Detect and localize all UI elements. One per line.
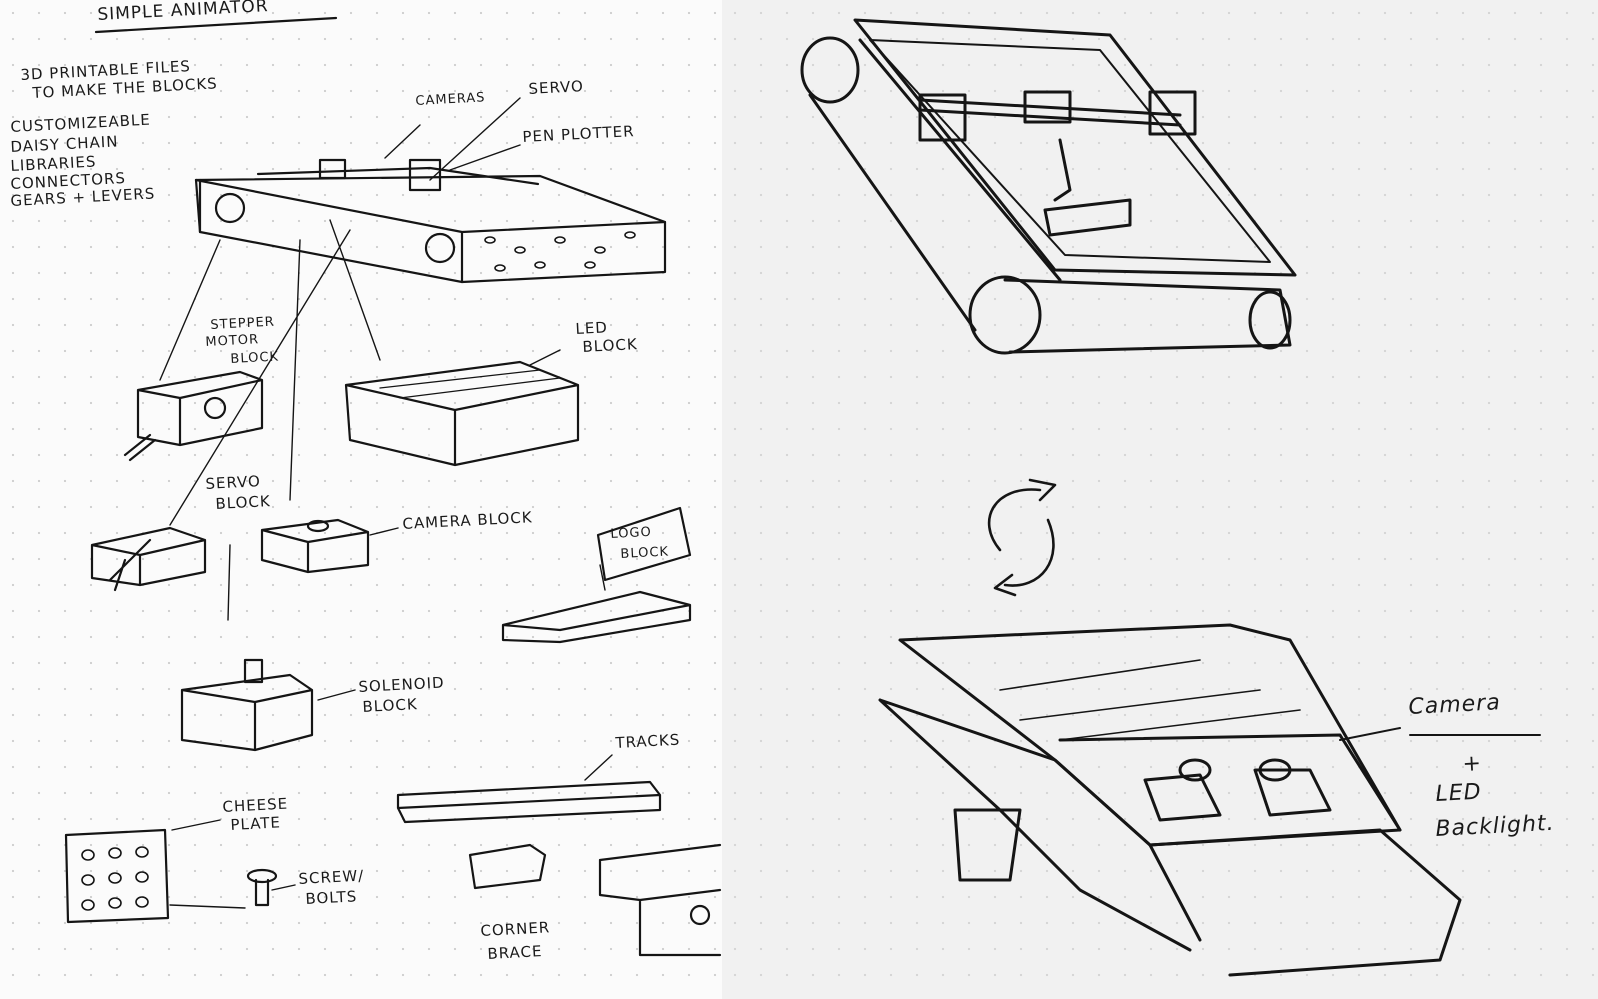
title-underline — [94, 16, 338, 34]
servo-block-sketch — [90, 526, 207, 592]
label-screw: BOLTS — [305, 887, 358, 908]
label-led: LED — [1434, 779, 1483, 807]
small-block-sketch — [468, 843, 547, 890]
solenoid-block-sketch — [180, 658, 314, 752]
label-corner-brace: CORNER — [480, 918, 551, 940]
label-logo-block: BLOCK — [620, 544, 670, 562]
label-cheese-plate: PLATE — [230, 813, 282, 834]
leader-lines — [159, 97, 613, 909]
right-notebook-page — [722, 0, 1598, 999]
label-led: BLOCK — [582, 335, 639, 356]
track-frame-bottom-sketch — [878, 623, 1541, 977]
screw-sketch — [246, 868, 278, 907]
label-camera: Camera — [1407, 690, 1502, 720]
label-cameras: CAMERAS — [415, 90, 486, 109]
label-servo: SERVO — [528, 77, 585, 98]
stepper-motor-block-sketch — [123, 370, 264, 462]
corner-brace-sketch — [598, 843, 722, 957]
rotate-arrows-icon — [987, 478, 1057, 597]
led-block-sketch — [344, 360, 580, 467]
track-frame-top-sketch — [800, 18, 1297, 355]
label-corner-brace: BRACE — [487, 942, 543, 963]
animator-machine-sketch — [194, 158, 667, 284]
camera-block-sketch — [260, 518, 370, 574]
label-backlight: Backlight. — [1434, 810, 1556, 842]
logo-block-sketch — [501, 506, 692, 644]
tracks-sketch — [396, 780, 662, 824]
label-tracks: TRACKS — [615, 730, 681, 752]
label-servo-block: SERVO — [205, 472, 262, 493]
label-solenoid: BLOCK — [362, 695, 419, 716]
cheese-plate-sketch — [64, 828, 170, 924]
label-screw: SCREW/ — [298, 866, 365, 888]
label-logo-block: LOGO — [610, 524, 653, 542]
label-plus: + — [1461, 750, 1483, 777]
label-servo-block: BLOCK — [215, 492, 272, 513]
label-stepper: BLOCK — [230, 349, 280, 367]
